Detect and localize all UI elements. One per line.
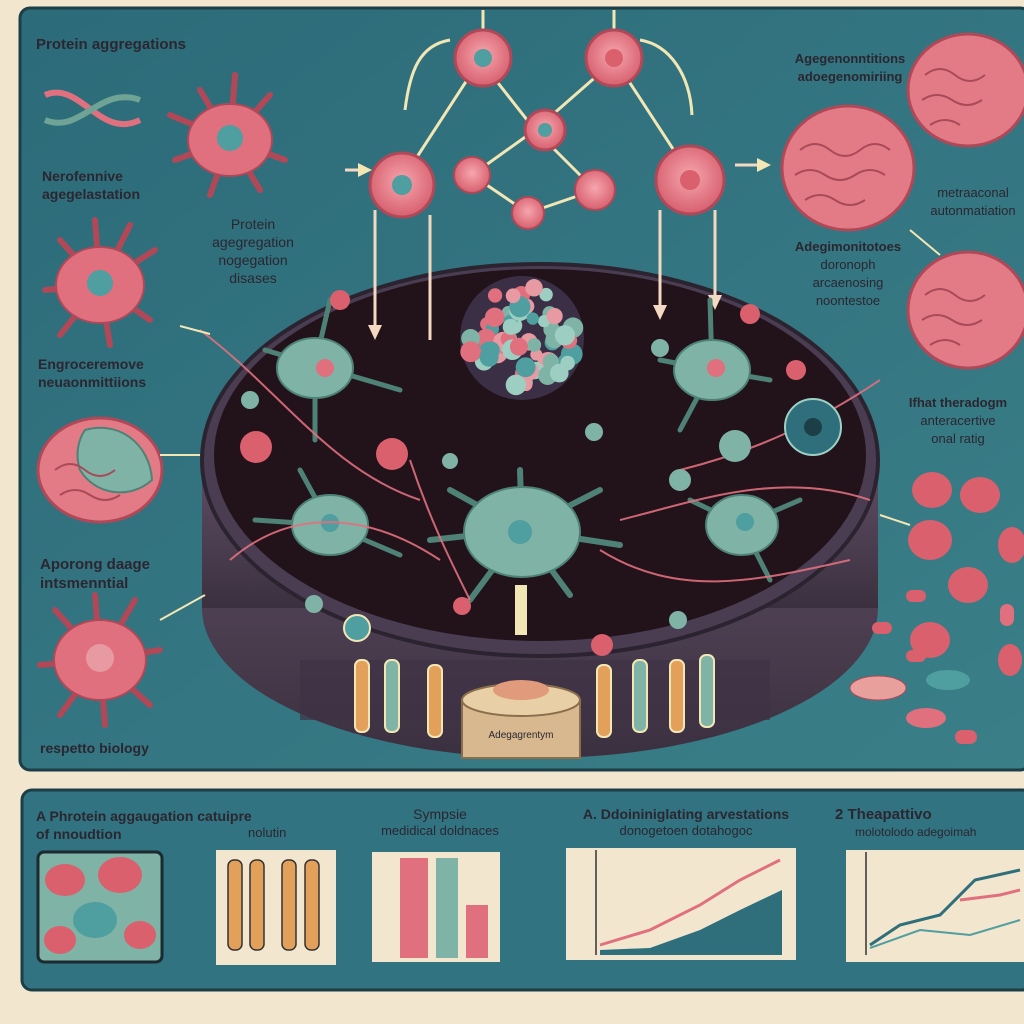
bottom-s4-line1: 2 Theapattivo xyxy=(835,806,932,823)
bottom-s1-line3: nolutin xyxy=(248,825,287,840)
center-pedestal xyxy=(461,585,581,759)
bottom-s4-line2: molotolodo adegoimah xyxy=(855,825,977,839)
right-label-1a: Agegenonntitions xyxy=(794,51,906,66)
right-label-2a: metraaconal xyxy=(937,185,1009,200)
pedestal-label: Adegagrentym xyxy=(488,730,554,741)
dish-neuron-left xyxy=(262,297,403,443)
protein-aggregate xyxy=(460,276,584,400)
bottom-line-chart-2 xyxy=(846,850,1024,962)
right-brain-3 xyxy=(906,250,1024,370)
left-label-3a: Engroceremove xyxy=(38,356,144,372)
left-label-1b: agegelastation xyxy=(42,186,141,202)
aggregate-blob xyxy=(546,308,563,325)
test-tubes xyxy=(354,654,715,738)
particles xyxy=(240,290,842,656)
aggregate-blob xyxy=(487,288,503,303)
left-label-4b: intsmenntial xyxy=(40,575,129,592)
right-label-3a: Adegimonitotoes xyxy=(794,239,902,254)
right-label-2b: autonmatiation xyxy=(930,203,1016,218)
pills xyxy=(849,472,1024,744)
dish-neuron-lower-right xyxy=(687,494,803,583)
aggregate-blob xyxy=(505,288,521,304)
descent-arrows xyxy=(345,158,771,340)
left-neuron-3 xyxy=(37,592,163,728)
dna-ribbon-icon xyxy=(43,89,142,128)
aggregate-blob xyxy=(460,341,482,363)
aggregate-blob xyxy=(479,347,499,367)
left-label-1a: Nerofennive xyxy=(42,168,123,184)
right-label-4b: anteracertive xyxy=(920,413,996,428)
right-label-3b: doronoph xyxy=(820,257,876,272)
aggregate-blob xyxy=(509,337,528,356)
axon-fibers xyxy=(199,329,881,601)
right-brain-2 xyxy=(780,104,916,232)
bottom-bars xyxy=(372,852,500,962)
left-label-2c: nogegation xyxy=(218,252,288,268)
dish-neuron-lower-left xyxy=(252,467,403,558)
aggregate-blob xyxy=(554,325,576,346)
left-neuron-1 xyxy=(167,72,288,198)
dish-neuron-center xyxy=(427,467,623,603)
bottom-s2-line2: medidical doldnaces xyxy=(381,823,499,838)
top-title: Protein aggregations xyxy=(36,36,187,53)
left-brain xyxy=(36,416,164,524)
left-label-2d: disases xyxy=(229,270,277,286)
right-label-3c: arcaenosing xyxy=(812,275,884,290)
side-arrows xyxy=(159,229,941,621)
bottom-s1-line1: A Phrotein aggaugation catuipre xyxy=(36,808,252,824)
right-label-3d: noontestoe xyxy=(815,293,881,308)
aggregate-blob xyxy=(484,307,505,328)
right-label-1b: adoegenomiriing xyxy=(797,69,903,84)
bottom-s1-line2: of nnoudtion xyxy=(36,826,122,842)
left-label-2b: agegregation xyxy=(212,234,294,250)
aggregate-blob xyxy=(539,287,553,302)
network-cells xyxy=(368,28,726,230)
dish-neuron-right xyxy=(657,297,773,433)
aggregate-blob xyxy=(525,279,543,297)
bottom-tubes xyxy=(216,850,336,965)
right-label-4c: onal ratig xyxy=(931,431,985,446)
aggregate-blob xyxy=(502,318,519,335)
left-label-4a: Aporong daage xyxy=(40,556,151,573)
bottom-line-chart xyxy=(566,848,796,960)
left-label-5: respetto biology xyxy=(40,740,149,756)
bottom-cell-image xyxy=(36,850,164,964)
aggregate-blob xyxy=(515,357,536,378)
bottom-s3-line2: donogetoen dotahogoc xyxy=(619,823,753,838)
aggregate-blob xyxy=(505,374,527,396)
left-label-2a: Protein xyxy=(230,216,276,232)
aggregate-blob xyxy=(526,312,539,325)
aggregate-blob xyxy=(549,363,569,383)
left-neuron-2 xyxy=(42,217,158,348)
right-brain-1 xyxy=(906,32,1024,148)
aggregate-blob xyxy=(527,338,542,352)
left-label-3b: neuaonmittiions xyxy=(38,374,147,390)
bottom-s3-line1: A. Ddoininiglating arvestations xyxy=(582,806,790,822)
bottom-s2-line1: Sympsie xyxy=(413,806,467,822)
right-label-4a: Ifhat theradogm xyxy=(908,395,1008,410)
